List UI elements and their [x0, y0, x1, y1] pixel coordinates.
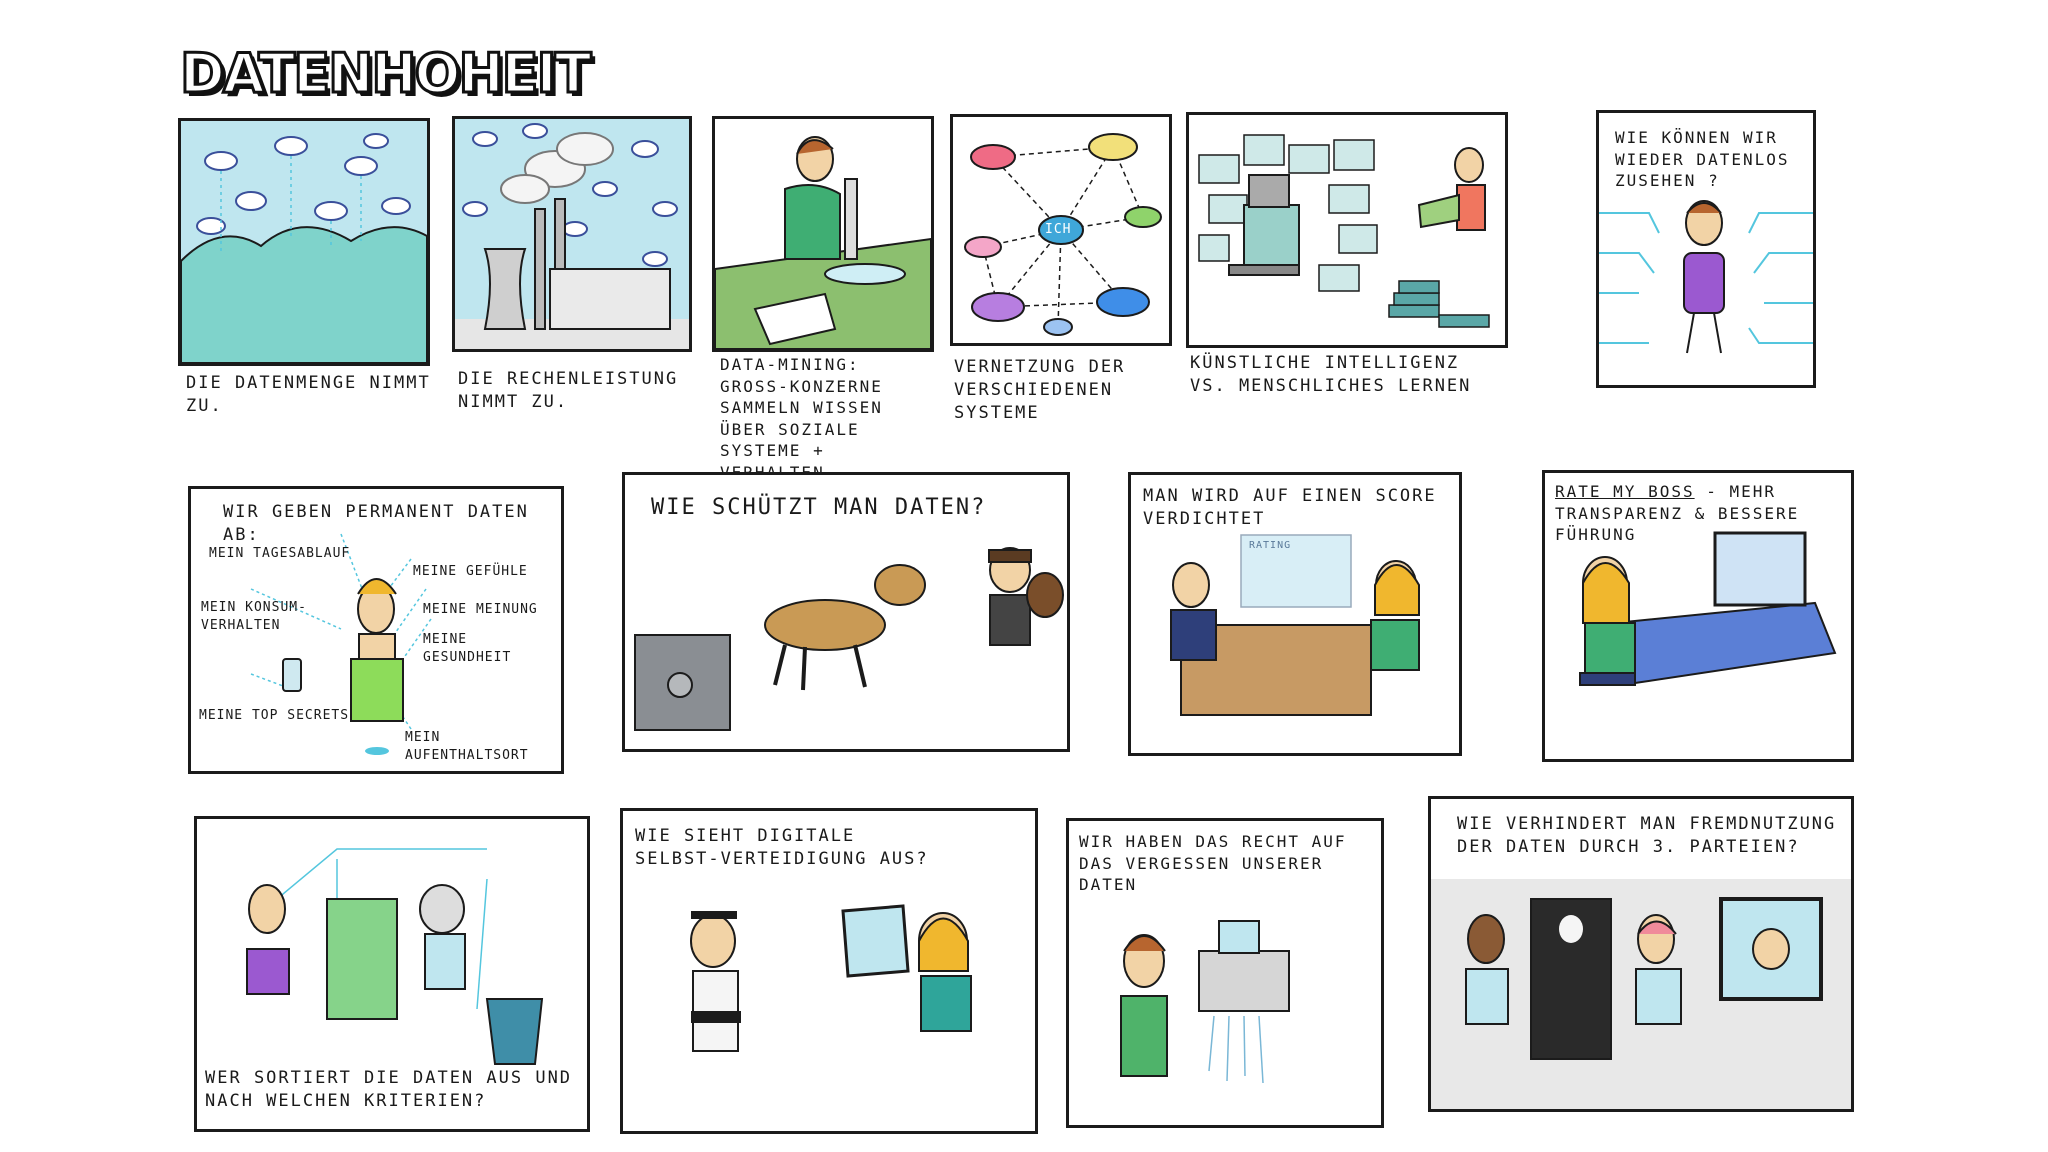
panel-recht-vergessen: WIR HABEN DAS RECHT AUF DAS VERGESSEN UN…	[1066, 818, 1384, 1128]
caption-ki-lernen: KÜNSTLICHE INTELLIGENZ VS. MENSCHLICHES …	[1190, 353, 1472, 396]
panel-score: MAN WIRD AUF EINEN SCORE VERDICHTET RATI…	[1128, 472, 1462, 756]
rate-my-boss-title: RATE MY BOSS	[1555, 482, 1695, 501]
score-heading: MAN WIRD AUF EINEN SCORE VERDICHTET	[1143, 486, 1437, 529]
selbstverteidigung-question: WIE SIEHT DIGITALE SELBST-VERTEIDIGUNG A…	[635, 826, 929, 869]
boss-rating-desk-illustration	[1579, 531, 1837, 686]
panel-rate-my-boss: RATE MY BOSS - MEHR TRANSPARENZ & BESSER…	[1542, 470, 1854, 762]
rate-my-boss-heading: RATE MY BOSS - MEHR TRANSPARENZ & BESSER…	[1555, 481, 1851, 546]
panel-data-mining	[712, 116, 934, 352]
label-tagesablauf: MEIN TAGESABLAUF	[209, 546, 351, 561]
label-aufenthaltsort: MEIN AUFENTHALTSORT	[405, 730, 529, 763]
panel-ki-lernen	[1186, 112, 1508, 348]
daten-schuetzen-heading: WIE SCHÜTZT MAN DATEN?	[651, 495, 987, 520]
network-hub-label: ICH	[1045, 222, 1072, 237]
clouds-hills-illustration	[181, 121, 427, 363]
caption-datenmenge: DIE DATENMENGE NIMMT ZU.	[186, 373, 431, 416]
label-gefuehle: MEINE GEFÜHLE	[413, 564, 528, 579]
rating-screen-label: RATING	[1249, 540, 1292, 551]
panel-datenmenge	[178, 118, 430, 366]
panel-selbstverteidigung: WIE SIEHT DIGITALE SELBST-VERTEIDIGUNG A…	[620, 808, 1038, 1134]
label-top-secrets: MEINE TOP SECRETS	[199, 708, 350, 723]
network-illustration	[964, 133, 1162, 336]
panel-daten-schuetzen: WIE SCHÜTZT MAN DATEN?	[622, 472, 1070, 752]
scientist-microscope-illustration	[715, 136, 931, 349]
panel-vernetzung: ICH	[950, 114, 1172, 346]
datenlos-question: WIE KÖNNEN WIR WIEDER DATENLOS ZUSEHEN ?	[1615, 128, 1790, 191]
robot-books-illustration	[1198, 134, 1490, 328]
caption-data-mining: DATA-MINING: GROSS-KONZERNE SAMMELN WISS…	[720, 355, 883, 482]
caption-rechenleistung: DIE RECHENLEISTUNG NIMMT ZU.	[458, 369, 679, 412]
safe-dog-thief-illustration	[634, 547, 1064, 731]
surrounded-by-data-illustration	[1599, 200, 1813, 354]
fremdnutzung-question: WIE VERHINDERT MAN FREMDNUTZUNG DER DATE…	[1457, 814, 1837, 857]
person-data-labels-illustration	[250, 533, 432, 755]
label-meinung: MEINE MEINUNG	[423, 602, 538, 617]
daten-sortieren-question: WER SORTIERT DIE DATEN AUS UND NACH WELC…	[205, 1068, 573, 1111]
recht-vergessen-text: WIR HABEN DAS RECHT AUF DAS VERGESSEN UN…	[1079, 832, 1347, 895]
shredder-illustration	[1120, 920, 1290, 1084]
page-title: DATENHOHEIT	[178, 41, 592, 107]
caption-vernetzung: VERNETZUNG DER VERSCHIEDENEN SYSTEME	[954, 357, 1126, 423]
factory-illustration	[455, 119, 689, 349]
label-konsumverhalten: MEIN KONSUM-VERHALTEN	[201, 600, 307, 633]
panel-fremdnutzung: WIE VERHINDERT MAN FREMDNUTZUNG DER DATE…	[1428, 796, 1854, 1112]
label-gesundheit: MEINE GESUNDHEIT	[423, 632, 512, 665]
panel-daten-sortieren: WER SORTIERT DIE DATEN AUS UND NACH WELC…	[194, 816, 590, 1132]
panel-rechenleistung	[452, 116, 692, 352]
karate-tablet-illustration	[690, 904, 972, 1052]
panel-datenlos: WIE KÖNNEN WIR WIEDER DATENLOS ZUSEHEN ?	[1596, 110, 1816, 388]
permanent-daten-heading: WIR GEBEN PERMANENT DATEN AB:	[223, 502, 529, 545]
rate-my-boss-subtitle: - MEHR TRANSPARENZ & BESSERE FÜHRUNG	[1555, 482, 1800, 545]
interview-rating-illustration	[1170, 534, 1420, 716]
xray-spy-illustration	[1431, 879, 1851, 1109]
filing-cabinet-trash-illustration	[246, 848, 544, 1065]
panel-permanent-daten: WIR GEBEN PERMANENT DATEN AB: MEIN TAGES…	[188, 486, 564, 774]
